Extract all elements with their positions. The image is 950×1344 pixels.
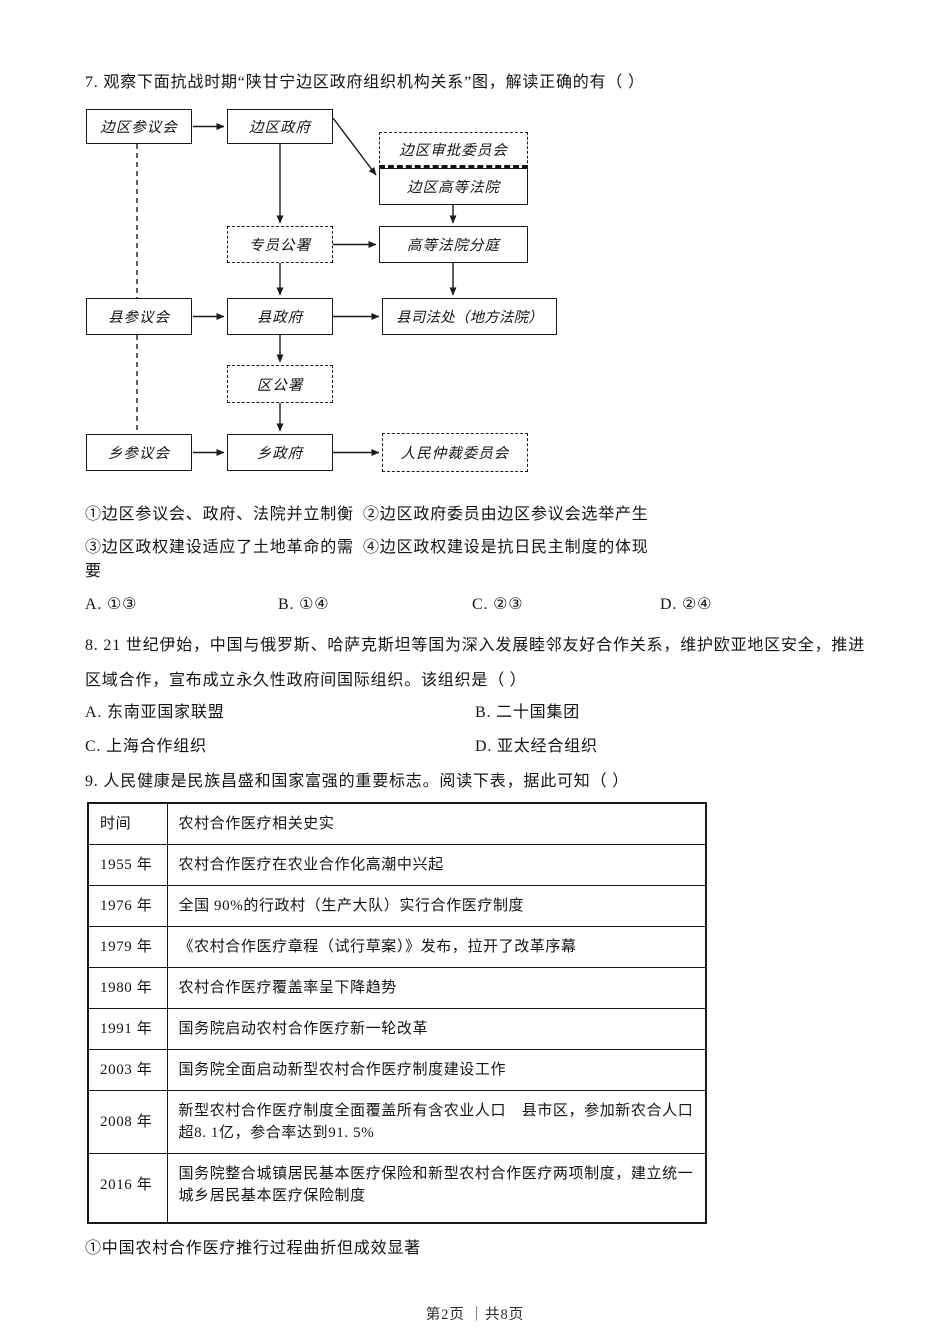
table-row: 1979 年 《农村合作医疗章程（试行草案）》发布，拉开了改革序幕 [87,926,707,968]
table-cell-fact: 全国 90%的行政村（生产大队）实行合作医疗制度 [166,885,707,927]
q7-option-b: B. ①④ [278,596,330,613]
exam-page: 7. 观察下面抗战时期“陕甘宁边区政府组织机构关系”图，解读正确的有（ ） [85,0,875,1258]
table-row: 1980 年 农村合作医疗覆盖率呈下降趋势 [87,967,707,1009]
box-border-region-assembly: 边区参议会 [86,109,192,144]
q8-options-row-2: C. 上海合作组织 D. 亚太经合组织 [85,735,875,759]
box-county-government: 县政府 [227,298,333,335]
table-cell-fact: 新型农村合作医疗制度全面覆盖所有含农业人口 县市区，参加新农合人口超8. 1亿，… [166,1090,707,1154]
question-9-stem: 9. 人民健康是民族昌盛和国家富强的重要标志。阅读下表，据此可知（ ） [85,773,630,790]
table-header-time: 时间 [87,802,168,845]
table-cell-year: 1979 年 [87,926,168,968]
q7-option-d: D. ②④ [660,596,713,613]
org-chart-diagram: 边区参议会 边区政府 边区审批委员会 边区高等法院 专员公署 高等法院分庭 县参… [85,105,645,482]
q8-stem-line-1: 8. 21 世纪伊始，中国与俄罗斯、哈萨克斯坦等国为深入发展睦邻友好合作关系，维… [85,637,866,654]
table-cell-fact: 农村合作医疗在农业合作化高潮中兴起 [166,844,707,886]
box-high-court-branch: 高等法院分庭 [379,226,528,263]
table-row: 2016 年 国务院整合城镇居民基本医疗保险和新型农村合作医疗两项制度，建立统一… [87,1153,708,1224]
table-cell-year: 2008 年 [87,1090,168,1154]
box-district-office: 区公署 [227,365,333,403]
table-row: 2008 年 新型农村合作医疗制度全面覆盖所有含农业人口 县市区，参加新农合人口… [87,1090,707,1154]
box-approval-committee: 边区审批委员会 [379,132,528,168]
box-commissioner-office: 专员公署 [227,226,333,263]
table-cell-fact: 国务院整合城镇居民基本医疗保险和新型农村合作医疗两项制度，建立统一 城乡居民基本… [166,1153,708,1224]
table-cell-fact: 农村合作医疗覆盖率呈下降趋势 [166,967,707,1009]
box-high-court: 边区高等法院 [379,168,528,205]
box-border-region-government: 边区政府 [227,109,333,144]
q8-option-c: C. 上海合作组织 [85,738,207,755]
q7-item-3: ③边区政权建设适应了土地革命的需要 [85,539,354,580]
q8-options-row-1: A. 东南亚国家联盟 B. 二十国集团 [85,701,875,725]
table-row: 1976 年 全国 90%的行政村（生产大队）实行合作医疗制度 [87,885,707,927]
question-8-stem: 8. 21 世纪伊始，中国与俄罗斯、哈萨克斯坦等国为深入发展睦邻友好合作关系，维… [85,629,875,698]
table-row: 1955 年 农村合作医疗在农业合作化高潮中兴起 [87,844,707,886]
table-header-facts: 农村合作医疗相关史实 [166,802,707,845]
q8-option-a: A. 东南亚国家联盟 [85,704,225,721]
q8-option-d: D. 亚太经合组织 [475,738,598,755]
rural-medical-history-table: 时间 农村合作医疗相关史实 1955 年 农村合作医疗在农业合作化高潮中兴起 1… [87,802,708,1224]
q8-option-b: B. 二十国集团 [475,704,581,721]
box-county-assembly: 县参议会 [86,298,192,335]
q7-item-4: ④边区政权建设是抗日民主制度的体现 [363,539,649,556]
q7-item-1: ①边区参议会、政府、法院并立制衡 [85,506,354,523]
table-cell-year: 1976 年 [87,885,168,927]
table-cell-year: 1955 年 [87,844,168,886]
table-cell-year: 2003 年 [87,1049,168,1091]
q7-items-line-1: ①边区参议会、政府、法院并立制衡 ②边区政府委员由边区参议会选举产生 [85,503,875,527]
box-county-judicial-office: 县司法处（地方法院） [382,298,557,335]
box-township-government: 乡政府 [227,434,333,471]
q7-options: A. ①③ B. ①④ C. ②③ D. ②④ [85,593,875,617]
table-cell-fact: 国务院全面启动新型农村合作医疗制度建设工作 [166,1049,707,1091]
q7-items-line-2: ③边区政权建设适应了土地革命的需要 ④边区政权建设是抗日民主制度的体现 [85,536,875,584]
table-row: 2003 年 国务院全面启动新型农村合作医疗制度建设工作 [87,1049,707,1091]
q7-item-2: ②边区政府委员由边区参议会选举产生 [363,506,649,523]
table-cell-year: 1991 年 [87,1008,168,1050]
table-cell-year: 1980 年 [87,967,168,1009]
table-cell-fact: 《农村合作医疗章程（试行草案）》发布，拉开了改革序幕 [166,926,707,968]
table-cell-year: 2016 年 [87,1153,168,1224]
table-cell-fact: 国务院启动农村合作医疗新一轮改革 [166,1008,707,1050]
question-7-stem: 7. 观察下面抗战时期“陕甘宁边区政府组织机构关系”图，解读正确的有（ ） [85,74,645,91]
box-township-assembly: 乡参议会 [86,434,192,471]
q7-option-a: A. ①③ [85,596,138,613]
q9-item-1: ①中国农村合作医疗推行过程曲折但成效显著 [85,1240,422,1257]
q7-option-c: C. ②③ [472,596,524,613]
page-footer: 第2页 ｜共8页 [425,1307,525,1323]
box-peoples-arbitration: 人民仲裁委员会 [382,433,528,472]
table-row: 1991 年 国务院启动农村合作医疗新一轮改革 [87,1008,707,1050]
table-header-row: 时间 农村合作医疗相关史实 [87,802,707,845]
org-chart-connectors [136,117,457,456]
q8-stem-line-2: 区域合作，宣布成立永久性政府间国际组织。该组织是（ ） [85,671,527,689]
